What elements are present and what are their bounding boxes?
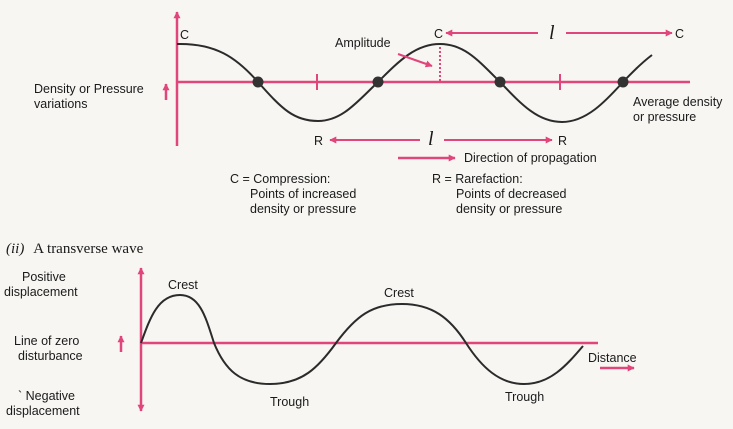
section-title: (ii) A transverse wave [6,241,144,257]
node-point [372,76,384,88]
longitudinal-wave-diagram: C C C Amplitude l Density or Pressure va… [34,11,723,216]
transverse-wave-curve [140,293,584,386]
label-zero: disturbance [18,349,83,363]
legend-compression: density or pressure [250,202,356,216]
node-point [252,76,264,88]
label-trough: Trough [505,390,544,404]
label-average: Average density [633,95,723,109]
label-distance: Distance [588,351,637,365]
node-point [617,76,629,88]
legend-rarefaction: R = Rarefaction: [432,172,523,186]
label-negative: displacement [6,404,80,418]
longitudinal-wave-curve [176,42,653,124]
label-positive: displacement [4,285,78,299]
label-wavelength: l [549,22,555,44]
label-r: R [558,134,567,148]
label-zero: Line of zero [14,334,79,348]
label-density: Density or Pressure [34,82,144,96]
label-negative: ` Negative [18,389,75,403]
label-crest: Crest [384,286,414,300]
label-c: C [675,27,684,41]
legend-compression: C = Compression: [230,172,330,186]
legend-rarefaction: Points of decreased [456,187,567,201]
label-r: R [314,134,323,148]
label-density: variations [34,97,88,111]
legend-compression: Points of increased [250,187,356,201]
label-amplitude: Amplitude [335,36,391,50]
legend-rarefaction: density or pressure [456,202,562,216]
label-trough: Trough [270,395,309,409]
label-c: C [180,28,189,42]
label-crest: Crest [168,278,198,292]
transverse-wave-diagram: (ii) A transverse wave Positive displace… [4,241,637,418]
amplitude-pointer [397,53,433,68]
label-wavelength: l [428,128,434,150]
label-direction: Direction of propagation [464,151,597,165]
node-point [494,76,506,88]
label-positive: Positive [22,270,66,284]
label-c: C [434,27,443,41]
label-average: or pressure [633,110,696,124]
